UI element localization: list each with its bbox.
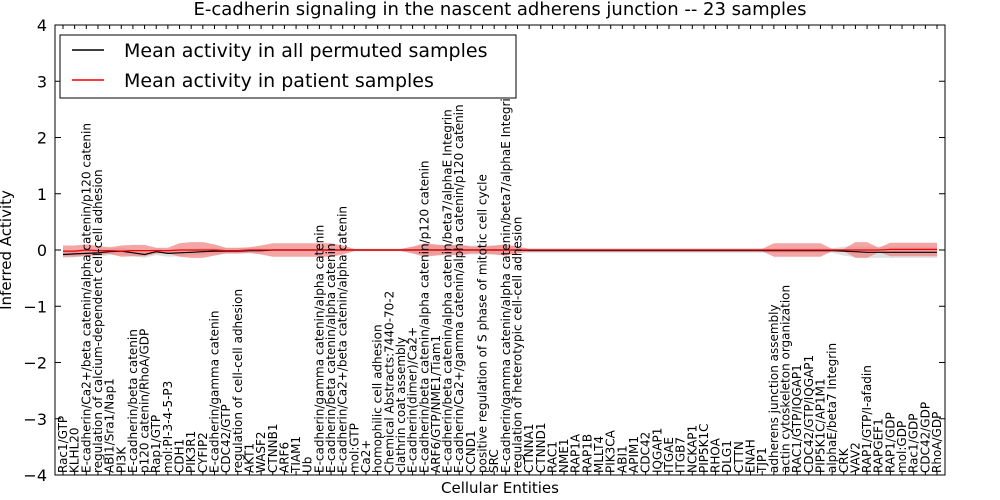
legend-label-patient: Mean activity in patient samples <box>124 70 434 92</box>
entity-label: DLG1 <box>720 440 734 473</box>
entity-label: PIP5K1C/AP1M1 <box>814 378 828 473</box>
entity-label: CDC42/GTP <box>219 404 233 473</box>
entity-label: Ca2+ <box>359 440 373 473</box>
entity-label: regulation of heterotypic cell-cell adhe… <box>511 217 525 473</box>
entity-label: mol:PI-3-4-5-P3 <box>161 381 175 473</box>
entity-label: ENAH <box>744 439 758 473</box>
entity-label: adherens junction assembly <box>767 304 781 473</box>
legend: Mean activity in all permuted samplesMea… <box>59 34 517 99</box>
y-axis-label: Inferred Activity <box>0 190 15 310</box>
entity-label: clathrin coat assembly <box>394 337 408 473</box>
entity-label: CTNNB1 <box>266 423 280 473</box>
entity-label: RhoA/GDP <box>930 412 944 473</box>
y-tick-label: −2 <box>23 354 47 373</box>
patient-mean-line <box>63 248 937 252</box>
y-tick-label: −4 <box>23 466 47 485</box>
x-axis-label: Cellular Entities <box>441 479 559 497</box>
entity-label: E-cadherin/beta catenin/alpha catenin <box>324 243 338 473</box>
entity-label: E-cadherin/Ca2+/beta catenin/alpha caten… <box>79 123 93 473</box>
entity-label: Ub <box>301 457 315 473</box>
entity-label: AKT1 <box>243 443 257 473</box>
entity-label: E-cadherin/gamma catenin <box>208 311 222 474</box>
y-tick-label: 1 <box>37 185 47 204</box>
entity-label: RAC1 <box>545 441 559 473</box>
entity-label: RAP1B <box>580 434 594 473</box>
entity-label: WASF2 <box>254 431 268 473</box>
entity-label: mol:GDP <box>895 421 909 473</box>
entity-label: homophilic cell adhesion <box>371 324 385 473</box>
entity-label: SRC <box>487 449 501 473</box>
entity-label: CRK <box>837 447 851 473</box>
entity-label: NME1 <box>557 438 571 473</box>
y-tick-label: 2 <box>37 129 47 148</box>
entity-label: E-cadherin/gamma catenin/alpha catenin/b… <box>499 91 513 473</box>
entity-label: CTNND1 <box>534 422 548 473</box>
entity-label: positive regulation of S phase of mitoti… <box>476 174 490 473</box>
entity-label: E-cadherin/Ca2+/gamma catenin/alpha cate… <box>452 104 466 473</box>
entity-label: PI3K <box>114 446 128 473</box>
legend-box <box>59 34 517 99</box>
entity-label: Chemical Abstracts:7440-70-2 <box>382 291 396 473</box>
entity-label: CTNNA1 <box>522 423 536 473</box>
entity-label: regulation of calcium-dependent cell-cel… <box>91 169 105 473</box>
y-axis: 4 3 2 1 0 −1 −2 −3 −4 <box>23 16 945 485</box>
y-tick-label: 3 <box>37 72 47 91</box>
entity-label: E-cadherin/Ca2+/beta catenin/alpha caten… <box>336 206 350 473</box>
chart-title: E-cadherin signaling in the nascent adhe… <box>193 0 806 20</box>
entity-label: ABI1/Sra1/Nap1 <box>103 378 117 473</box>
y-tick-label: −3 <box>23 410 47 429</box>
entity-label: VAV2 <box>848 442 862 473</box>
entity-label: CCND1 <box>464 430 478 473</box>
entity-label: ARF6/GTP/NME1/Tiam1 <box>429 335 443 473</box>
entity-label: ARF6 <box>277 442 291 473</box>
entity-label: ITGAE <box>662 437 676 473</box>
entity-label: mol:GTP <box>347 423 361 473</box>
entity-label: ABI1 <box>615 445 629 473</box>
entity-label: PIK3R1 <box>184 431 198 473</box>
entity-label: Rac1/GTP <box>56 416 70 473</box>
entity-label: Rap1/GTP <box>149 415 163 473</box>
legend-label-permuted: Mean activity in all permuted samples <box>124 40 487 62</box>
entity-label: CDC42/GDP <box>918 402 932 473</box>
entity-label: PIK3CA <box>604 429 618 473</box>
entity-label: regulation of cell-cell adhesion <box>231 289 245 473</box>
entity-label: CDC42/GTP/IQGAP1 <box>802 355 816 473</box>
entity-label: RAC1/GTP/IQGAP1 <box>790 364 804 473</box>
y-tick-label: −1 <box>23 297 47 316</box>
entity-label: KLHL20 <box>68 427 82 473</box>
entity-label: E-cadherin/beta catenin/alpha catenin/be… <box>441 109 455 473</box>
entity-label: E-cadherin/gamma catenin/alpha catenin <box>312 225 326 473</box>
entity-label: PIP5K1C <box>697 423 711 473</box>
entity-label: RAP1/GDP <box>883 412 897 473</box>
entity-label: p120 catenin/RhoA/GDP <box>138 329 152 473</box>
entity-label: E-cadherin/beta catenin <box>126 329 140 473</box>
entity-label: alphaE/beta7 Integrin <box>825 343 839 473</box>
entity-label: CTTN <box>732 441 746 473</box>
entity-label: Rac1/GDP <box>907 414 921 473</box>
entity-label: APIM1 <box>627 436 641 473</box>
entity-label: ITGB7 <box>674 437 688 473</box>
entity-label: RAPGEF1 <box>872 418 886 473</box>
entity-label: E-cadherin(dimer)/Ca2+ <box>406 327 420 473</box>
entity-label: RAP1/GTP/I-afadin <box>860 365 874 473</box>
entity-label: MLLT4 <box>592 436 606 473</box>
entity-label: TJP1 <box>755 447 769 474</box>
entity-label: CDH1 <box>173 439 187 473</box>
activity-lines <box>62 248 937 256</box>
entity-label: RAP1A <box>569 433 583 473</box>
entity-label: CYFIP2 <box>196 432 210 473</box>
entity-label: actin cytoskeleton organization <box>779 285 793 473</box>
entity-label: TIAM1 <box>289 436 303 474</box>
entity-label: NCKAP1 <box>685 425 699 473</box>
y-tick-label: 4 <box>37 16 47 35</box>
y-tick-label: 0 <box>37 241 47 260</box>
entity-label: IQGAP1 <box>650 428 664 473</box>
entity-label: RHOA <box>709 437 723 473</box>
entity-label: CDC42 <box>639 432 653 473</box>
entity-label: E-cadherin/beta catenin/alpha catenin/p1… <box>417 160 431 473</box>
